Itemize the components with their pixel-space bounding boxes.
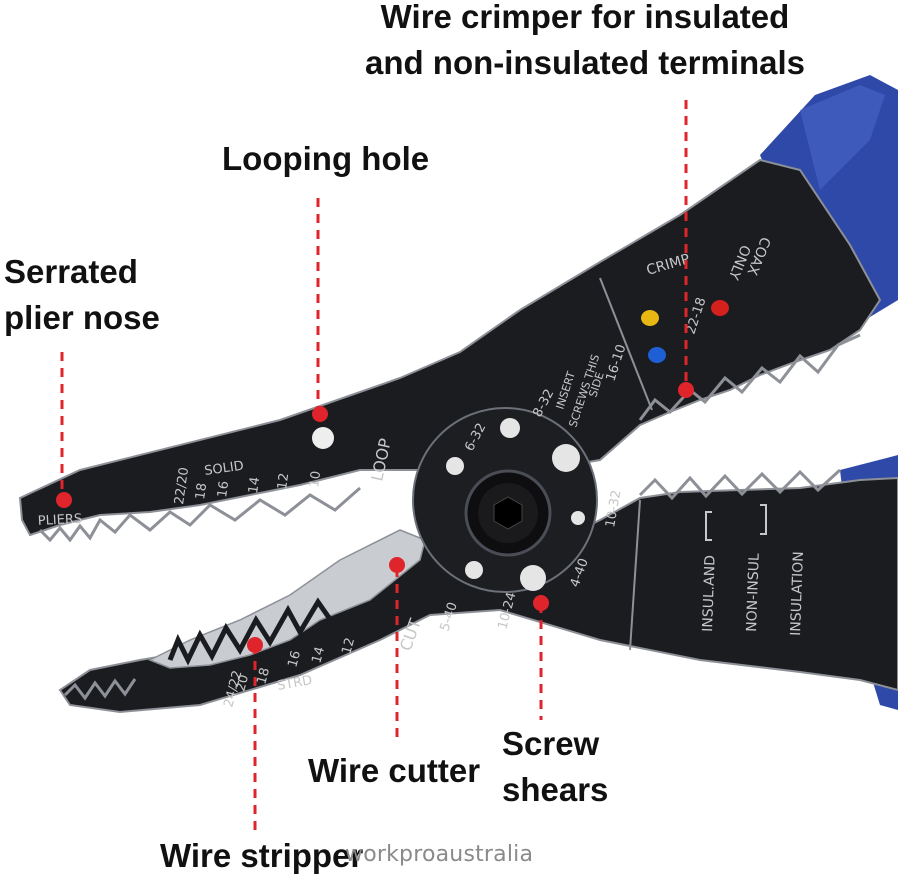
- crimper-dot: [678, 382, 694, 398]
- shears-callout-line2: shears: [502, 771, 609, 808]
- stripper-callout-label: Wire stripper: [160, 837, 364, 874]
- red-crimp-marker: [711, 300, 729, 316]
- lower-jaw-teeth: [63, 678, 137, 701]
- stripper-dot: [247, 637, 263, 653]
- pliers-engraving: PLIERS: [37, 512, 82, 529]
- screw-hole: [500, 418, 520, 438]
- upper-jaw-teeth: [38, 486, 361, 543]
- screw-hole: [571, 511, 585, 525]
- watermark-text: workproaustralia: [345, 842, 534, 867]
- screw-hole: [520, 565, 546, 591]
- nose-callout: Serrated plier nose: [4, 249, 160, 341]
- hex-socket-bolt-icon: [464, 469, 552, 557]
- strd-gauge: 18: [254, 666, 273, 686]
- insul-divider: [629, 499, 641, 651]
- insul-bracket: [760, 504, 767, 535]
- shears-callout: Screw shears: [502, 721, 608, 813]
- cutter-callout-label: Wire cutter: [308, 752, 481, 789]
- loop-callout: Looping hole: [222, 136, 429, 182]
- upper-handle-highlight: [800, 85, 885, 190]
- crimper-callout-line1: Wire crimper for insulated: [380, 0, 790, 35]
- loop-callout-label: Looping hole: [222, 140, 430, 177]
- stripper-notches: [167, 597, 335, 666]
- strd-engraving: STRD: [276, 673, 313, 694]
- shears-dot: [533, 595, 549, 611]
- nose-dot: [56, 492, 72, 508]
- strd-gauge: 20: [233, 673, 252, 693]
- solid-gauge: 16: [215, 480, 232, 498]
- strd-gauge: 16: [285, 649, 304, 669]
- screw-hole: [446, 457, 464, 475]
- solid-gauge: 18: [193, 482, 210, 500]
- loop-dot: [312, 406, 328, 422]
- cutter-blade: [148, 529, 426, 669]
- insul-bracket: [705, 511, 712, 541]
- solid-gauge: 12: [275, 472, 292, 490]
- insul-line: NON-INSUL: [744, 553, 763, 632]
- solid-gauge: 10: [307, 470, 324, 488]
- strd-gauge: 12: [339, 636, 358, 656]
- strd-gauge: 14: [309, 645, 328, 665]
- screw-hole: [552, 444, 580, 472]
- nose-callout-line2: plier nose: [4, 299, 160, 336]
- insul-line: INSUL.AND: [700, 555, 719, 632]
- shears-callout-line1: Screw: [502, 725, 600, 762]
- crimper-callout: Wire crimper for insulated and non-insul…: [362, 0, 808, 86]
- cutter-dot: [389, 557, 405, 573]
- screw-hole: [465, 561, 483, 579]
- yellow-crimp-marker: [641, 310, 659, 326]
- nose-callout-line1: Serrated: [4, 253, 138, 290]
- crimp-notches: [638, 333, 861, 421]
- solid-engraving: SOLID: [203, 459, 244, 479]
- stripper-callout: Wire stripper: [160, 833, 363, 879]
- lower-upper-edge-teeth: [638, 468, 842, 501]
- crimp-divider: [599, 277, 653, 411]
- solid-gauge: 22/20: [172, 466, 192, 505]
- screw-hole: [312, 427, 334, 449]
- blue-crimp-marker: [648, 347, 666, 363]
- insul-line: INSULATION: [788, 551, 807, 636]
- upper-jaw: [18, 158, 882, 537]
- crimper-callout-line2: and non-insulated terminals: [364, 44, 806, 81]
- screw-size: 10-32: [603, 489, 624, 529]
- solid-gauge: 14: [246, 476, 263, 494]
- cutter-callout: Wire cutter: [308, 748, 480, 794]
